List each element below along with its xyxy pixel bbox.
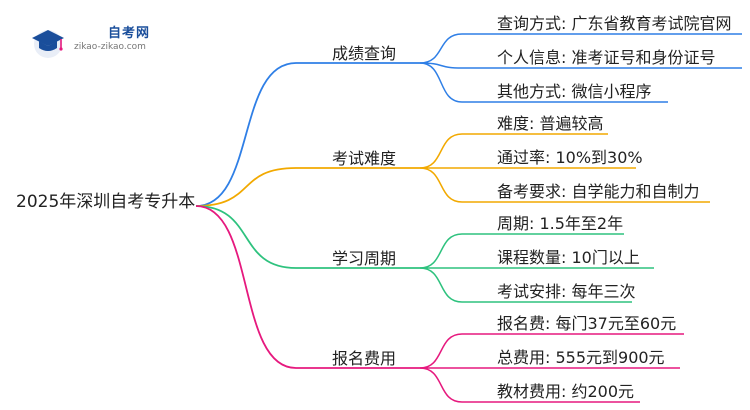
branch-to-leaf-connector: [419, 233, 463, 269]
leaf-node-label: 个人信息: 准考证号和身份证号: [497, 48, 716, 67]
logo-title: 自考网: [108, 26, 151, 41]
leaf-node-label: 课程数量: 10门以上: [497, 248, 640, 267]
root-to-branch-connector: [195, 205, 297, 369]
branch-to-leaf-connector: [419, 333, 463, 369]
graduation-cap-icon: [32, 30, 64, 58]
root-node-label: 2025年深圳自考专升本: [16, 192, 196, 212]
leaf-node-label: 备考要求: 自学能力和自制力: [497, 182, 700, 201]
leaf-node-label: 其他方式: 微信小程序: [497, 82, 652, 101]
leaf-node-label: 报名费: 每门37元至60元: [497, 314, 677, 333]
logo-url: zikao-zikao.com: [74, 42, 146, 52]
branch-to-leaf-connector: [419, 33, 463, 64]
branch-node-label: 报名费用: [332, 349, 397, 368]
branch-to-leaf-connector: [419, 267, 463, 303]
leaf-node-label: 周期: 1.5年至2年: [497, 214, 624, 233]
branch-to-leaf-connector: [419, 62, 463, 103]
leaf-node-label: 教材费用: 约200元: [497, 382, 635, 401]
leaf-node-label: 考试安排: 每年三次: [497, 282, 636, 301]
branch-to-leaf-connector: [419, 133, 463, 169]
leaf-node-label: 难度: 普遍较高: [497, 114, 604, 133]
branch-node-label: 学习周期: [332, 249, 397, 268]
branch-node-label: 成绩查询: [332, 44, 397, 63]
branch-to-leaf-connector: [419, 367, 463, 403]
root-to-branch-connector: [195, 167, 297, 207]
leaf-node-label: 查询方式: 广东省教育考试院官网: [497, 14, 732, 33]
branch-to-leaf-connector: [419, 167, 463, 203]
leaf-node-label: 总费用: 555元到900元: [497, 348, 665, 367]
branch-node-label: 考试难度: [332, 149, 397, 168]
root-to-branch-connector: [195, 62, 297, 207]
leaf-node-label: 通过率: 10%到30%: [497, 148, 643, 167]
root-to-branch-connector: [195, 205, 297, 269]
site-logo: 自考网 zikao-zikao.com: [30, 22, 180, 62]
